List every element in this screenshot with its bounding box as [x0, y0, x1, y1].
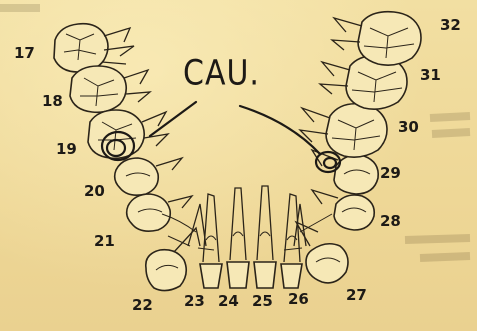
tooth-number-28: 28 [380, 212, 401, 230]
tooth-22 [146, 228, 200, 291]
tooth-number-31: 31 [420, 66, 441, 84]
tooth-number-30: 30 [398, 118, 419, 136]
tooth-24 [227, 188, 249, 288]
tooth-18 [70, 66, 150, 112]
tooth-number-17: 17 [14, 44, 35, 62]
tooth-28 [312, 190, 374, 230]
tooth-number-25: 25 [252, 292, 273, 310]
tooth-number-32: 32 [440, 16, 461, 34]
tooth-23 [200, 194, 222, 288]
tooth-32 [332, 12, 421, 65]
tooth-25 [254, 186, 276, 288]
tooth-number-21: 21 [94, 232, 115, 250]
tooth-number-22: 22 [132, 296, 153, 314]
tooth-20 [115, 158, 182, 195]
tooth-number-24: 24 [218, 292, 239, 310]
tooth-number-26: 26 [288, 290, 309, 308]
tooth-number-29: 29 [380, 164, 401, 182]
tooth-number-23: 23 [184, 292, 205, 310]
pointer-line-right [240, 106, 320, 154]
tooth-number-19: 19 [56, 140, 77, 158]
tooth-number-18: 18 [42, 92, 63, 110]
cavity-label: CAU. [183, 53, 260, 93]
tooth-30 [300, 104, 387, 157]
tooth-number-27: 27 [346, 286, 367, 304]
tooth-number-20: 20 [84, 182, 105, 200]
tooth-17 [54, 24, 134, 72]
tooth-21 [127, 194, 192, 231]
pointer-line-left [150, 102, 196, 136]
